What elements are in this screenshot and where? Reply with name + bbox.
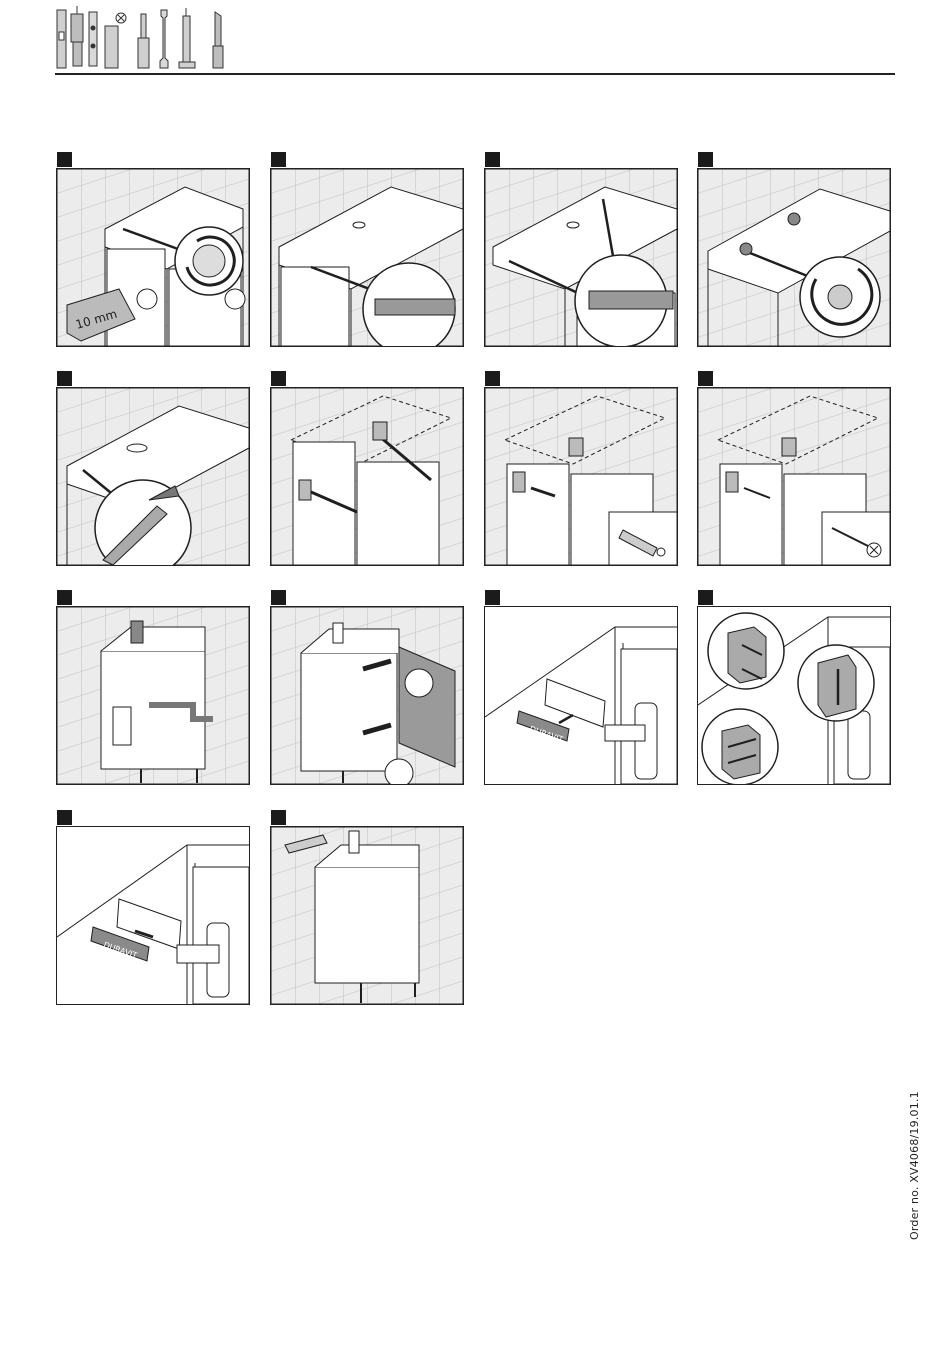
step-illustration <box>697 387 891 566</box>
step-2 <box>270 152 464 347</box>
step-illustration: DURAVIT <box>484 606 678 785</box>
step-marker <box>57 152 72 167</box>
step-illustration <box>484 168 678 347</box>
step-marker <box>271 590 286 605</box>
step-10 <box>270 590 464 785</box>
step-illustration <box>56 387 250 566</box>
step-6 <box>270 371 464 566</box>
step-8 <box>697 371 891 566</box>
bit-icon <box>89 12 97 66</box>
step-marker <box>271 810 286 825</box>
step-3 <box>484 152 678 347</box>
spanner-icon <box>160 10 168 68</box>
step-illustration <box>270 606 464 785</box>
step-illustration <box>56 606 250 785</box>
no-screwdriver-icon <box>105 13 126 68</box>
step-marker <box>57 590 72 605</box>
step-9 <box>56 590 250 785</box>
step-marker <box>57 371 72 386</box>
step-marker <box>57 810 72 825</box>
step-12 <box>697 590 891 785</box>
screwdriver-icon <box>138 14 149 68</box>
step-marker <box>698 152 713 167</box>
step-illustration <box>270 826 464 1005</box>
step-illustration <box>697 606 891 785</box>
adjust-depth-icon <box>728 627 766 683</box>
step-marker <box>271 152 286 167</box>
tools-header <box>55 6 240 70</box>
caulk-gun-icon <box>179 8 195 68</box>
step-illustration <box>270 168 464 347</box>
step-illustration: 10 mm <box>56 168 250 347</box>
step-marker <box>698 590 713 605</box>
step-14 <box>270 810 464 1005</box>
step-marker <box>485 371 500 386</box>
step-illustration: DURAVIT <box>56 826 250 1005</box>
drill-icon <box>71 6 83 66</box>
step-illustration <box>484 387 678 566</box>
step-13: DURAVIT <box>56 810 250 1005</box>
step-7 <box>484 371 678 566</box>
step-marker <box>485 590 500 605</box>
step-1: 10 mm <box>56 152 250 347</box>
step-marker <box>271 371 286 386</box>
step-4 <box>697 152 891 347</box>
step-11: DURAVIT <box>484 590 678 785</box>
adjust-height-icon <box>818 655 856 717</box>
order-number: Order no. XV4068/19.01.1 <box>908 1091 921 1240</box>
header-rule <box>55 73 895 75</box>
step-5 <box>56 371 250 566</box>
step-marker <box>485 152 500 167</box>
step-illustration <box>270 387 464 566</box>
adjust-side-icon <box>722 725 760 779</box>
step-illustration <box>697 168 891 347</box>
spirit-level-icon <box>57 10 66 68</box>
step-marker <box>698 371 713 386</box>
knife-icon <box>213 12 223 68</box>
